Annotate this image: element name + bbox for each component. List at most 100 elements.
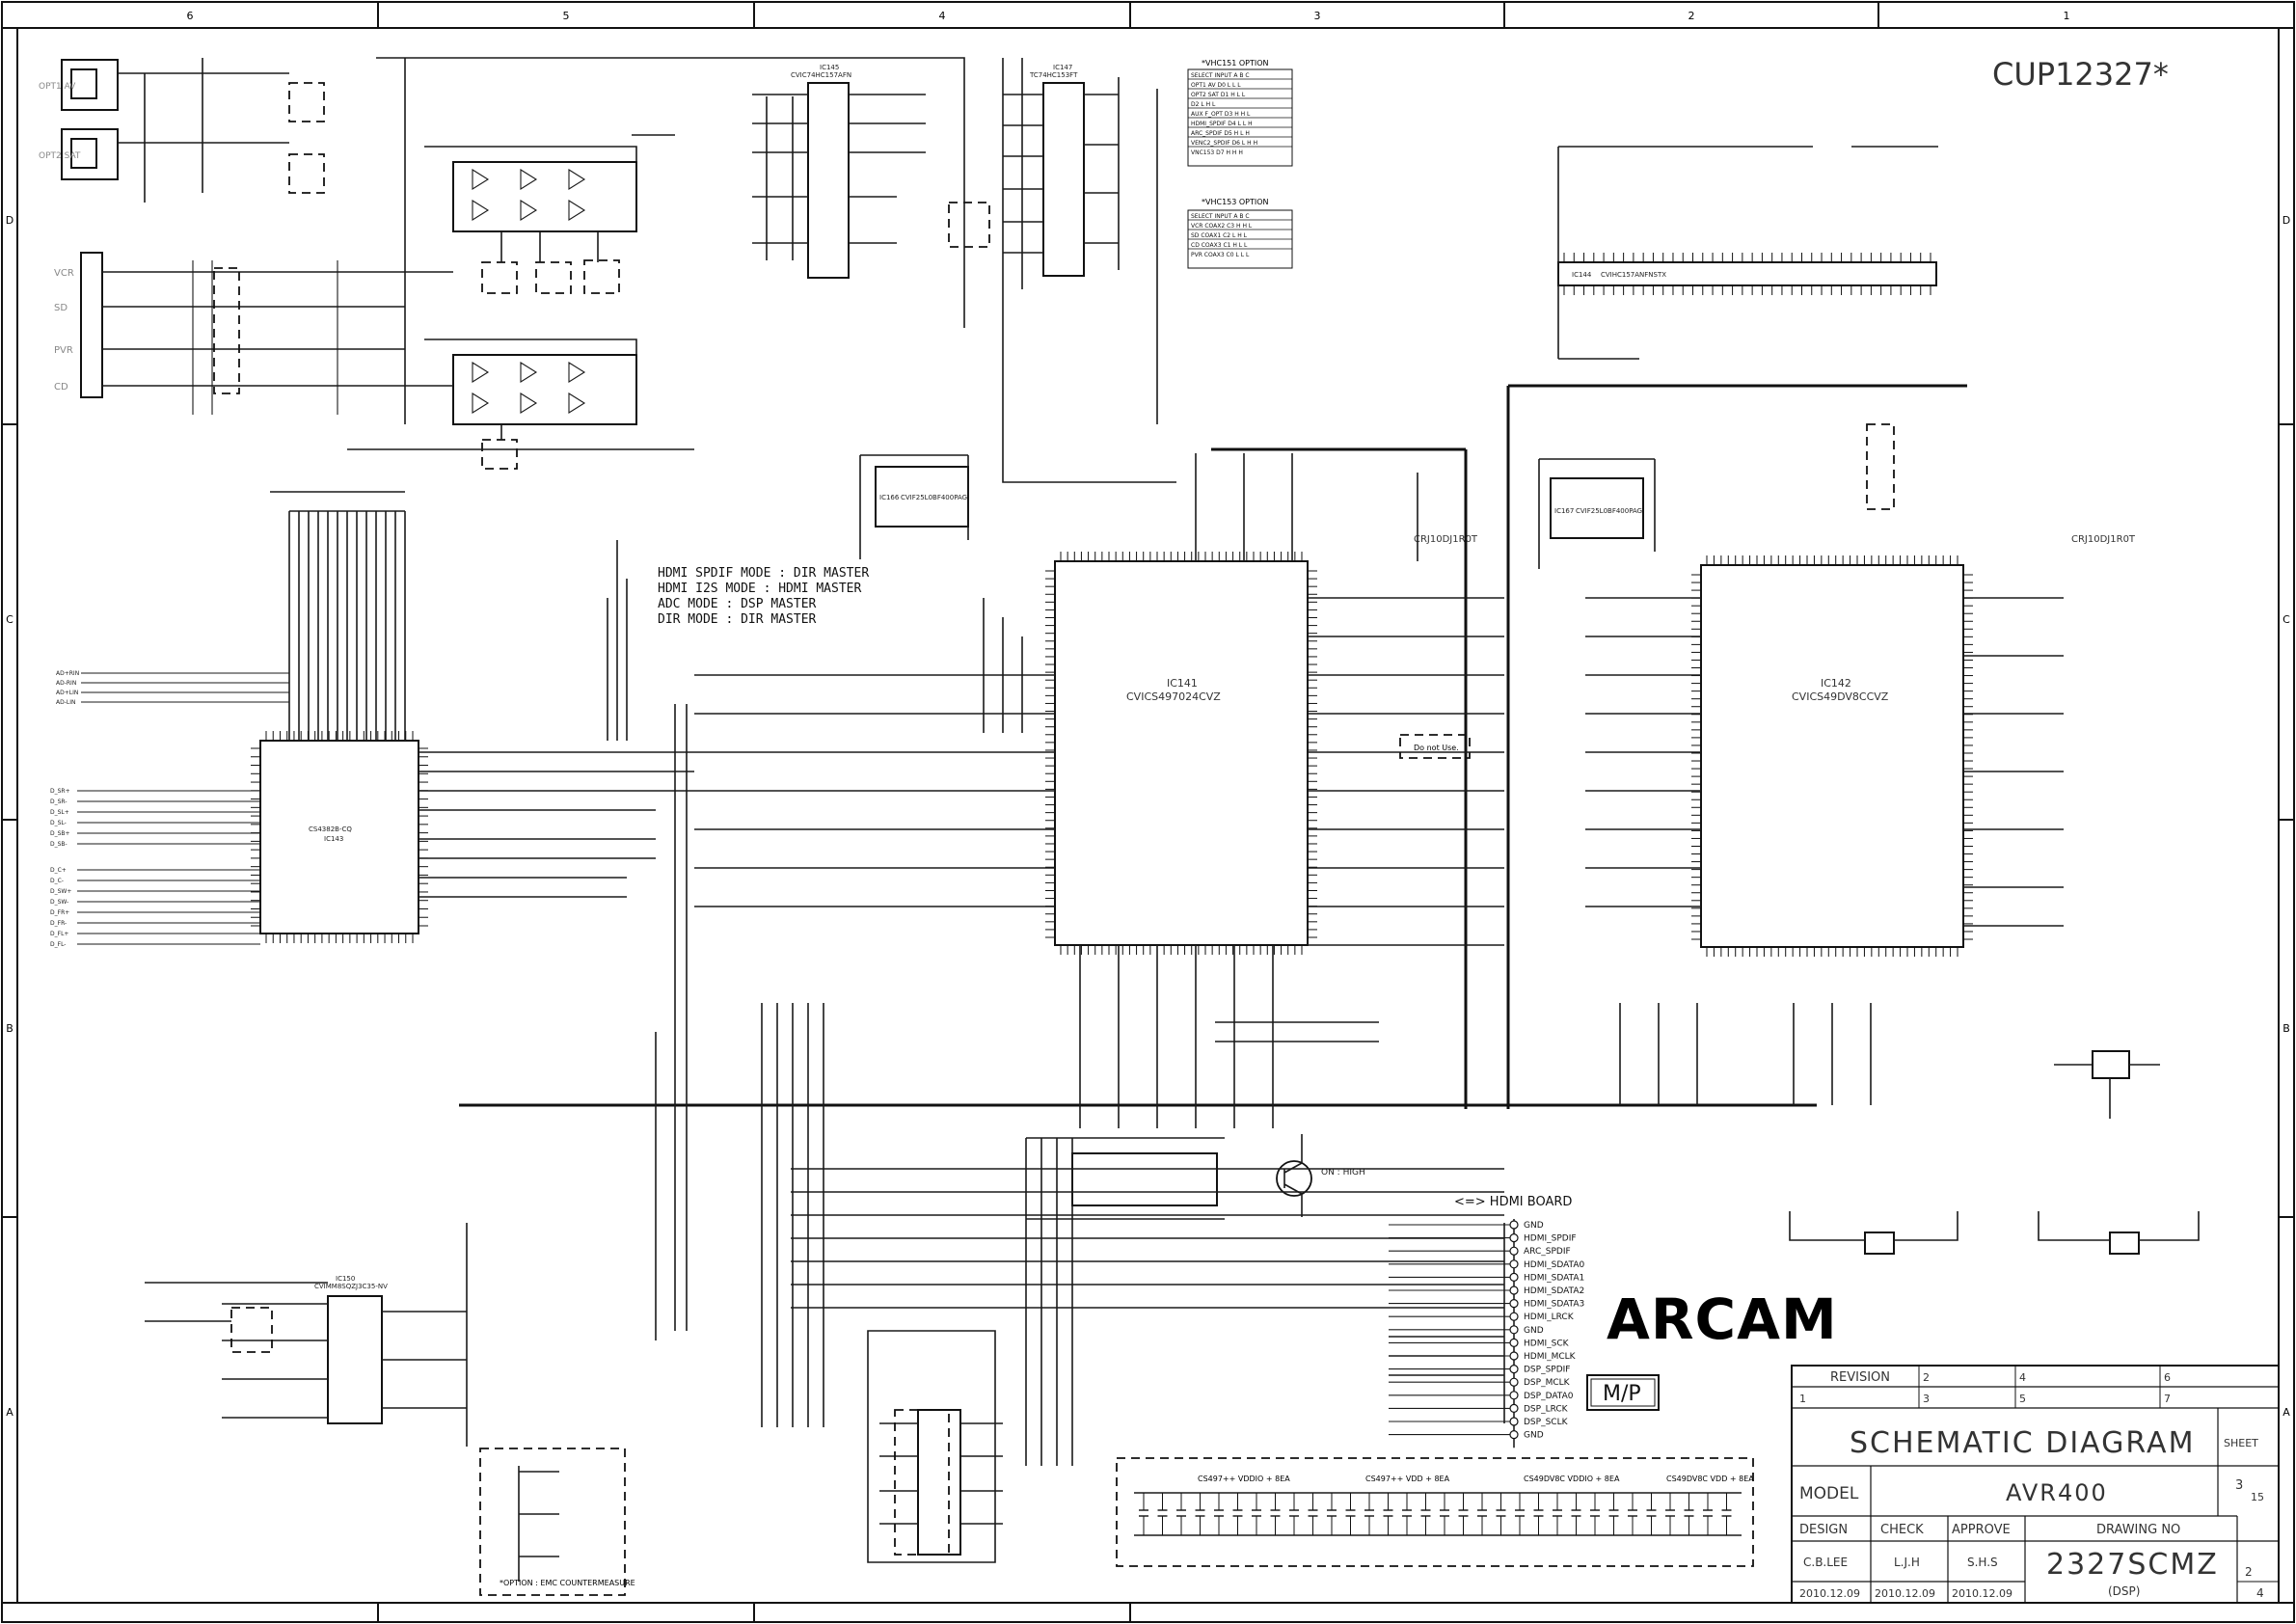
revision-num-2: 2 — [1923, 1371, 1930, 1384]
supply-label-2: CS497++ VDD + 8EA — [1365, 1475, 1450, 1483]
row-label: C — [6, 613, 14, 626]
page-total: 4 — [2256, 1586, 2264, 1600]
mode-note-2: HDMI I2S MODE : HDMI MASTER — [658, 582, 861, 596]
column-label: 5 — [563, 10, 570, 22]
dac-output-label: D_SB- — [50, 841, 68, 848]
table-row: D2 L H L — [1191, 101, 1216, 108]
ic167-part: CVIF25L0BF400PAG — [1576, 507, 1642, 515]
coax-label-vcr: VCR — [54, 268, 74, 279]
hdmi-pin — [1509, 1417, 1519, 1426]
mode-notes: HDMI SPDIF MODE : DIR MASTER HDMI I2S MO… — [658, 566, 869, 627]
sdram-b-label: CRJ10DJ1R0T — [2071, 534, 2136, 545]
sdram-a-label: CRJ10DJ1R0T — [1414, 534, 1478, 545]
ic147-ref: IC147 — [1053, 64, 1072, 71]
emc-option-box: *OPTION : EMC COUNTERMEASURE — [479, 1448, 635, 1596]
ic141-part: CVICS497024CVZ — [1126, 690, 1221, 703]
supply-label-1: CS497++ VDDIO + 8EA — [1198, 1475, 1290, 1483]
table-row: HDMI_SPDIF D4 L L H — [1191, 121, 1253, 127]
ic166-ref: IC166 — [879, 494, 900, 501]
ic144-part: CVIHC157ANFNSTX — [1601, 271, 1666, 279]
revision-num-1: 1 — [1799, 1393, 1806, 1405]
mp-box: M/P — [1586, 1374, 1660, 1411]
hdmi-signal-label: GND — [1524, 1431, 1544, 1441]
hdmi-signal-label: DSP_DATA0 — [1524, 1392, 1574, 1401]
hdmi-signal-label: DSP_SCLK — [1524, 1418, 1569, 1427]
hdmi-pin — [1509, 1364, 1519, 1374]
column-label: 3 — [1314, 10, 1321, 22]
design-by: C.B.LEE — [1803, 1556, 1848, 1569]
vhc151-title: *VHC151 OPTION — [1202, 59, 1269, 68]
row-labels: D C B A D C B A — [6, 214, 2290, 1419]
hdmi-pin — [1509, 1312, 1519, 1321]
supply-label-4: CS49DV8C VDD + 8EA — [1666, 1475, 1754, 1483]
dac-output-label: D_C- — [50, 878, 64, 884]
dac-output-label: D_FL- — [50, 941, 66, 948]
arcam-logo: ARCAM — [1607, 1286, 1838, 1352]
sheet-label: SHEET — [2224, 1437, 2258, 1449]
ic166-flash: IC166 CVIF25L0BF400PAG — [859, 454, 969, 559]
hdmi-pin — [1509, 1272, 1519, 1283]
dac-output-label: D_SW- — [50, 899, 68, 906]
hdmi-signal-label: HDMI_SDATA1 — [1524, 1273, 1584, 1283]
coax-label-pvr: PVR — [54, 345, 73, 356]
drawing-no-label: DRAWING NO — [2096, 1523, 2180, 1537]
model-label: MODEL — [1799, 1484, 1859, 1503]
row-label: B — [6, 1022, 14, 1035]
column-label: 4 — [939, 10, 946, 22]
approve-by: S.H.S — [1967, 1556, 1998, 1569]
approve-label: APPROVE — [1952, 1523, 2011, 1537]
ic150-part: CVIMM8SQZJ3C35-NV — [314, 1283, 388, 1290]
column-label: 2 — [1688, 10, 1695, 22]
coax-inputs: VCR SD PVR CD — [54, 252, 405, 415]
row-label: D — [2282, 214, 2290, 227]
table-row: ARC_SPDIF D5 H L H — [1191, 130, 1250, 137]
revision-num-7: 7 — [2164, 1393, 2171, 1405]
table-row: OPT2 SAT D1 H L L — [1191, 92, 1246, 98]
sheet-total: 15 — [2251, 1491, 2264, 1503]
bus-lines — [459, 384, 1967, 1109]
coax-label-sd: SD — [54, 303, 68, 313]
ic142-part: CVICS49DV8CCVZ — [1792, 690, 1889, 703]
hdmi-pin — [1509, 1391, 1519, 1400]
hdmi-signal-label: DSP_MCLK — [1524, 1378, 1571, 1388]
ic144-ref: IC144 — [1572, 271, 1592, 279]
table-row: SD COAX1 C2 L H L — [1191, 232, 1248, 239]
do-not-use-note: Do not Use. — [1414, 744, 1459, 752]
mode-note-3: ADC MODE : DSP MASTER — [658, 597, 817, 611]
emc-option-note: *OPTION : EMC COUNTERMEASURE — [500, 1579, 635, 1587]
hdmi-signal-label: HDMI_SDATA0 — [1524, 1260, 1585, 1270]
dac-output-label: D_SR+ — [50, 788, 70, 795]
title-block: REVISION 1 2 3 4 5 6 7 SCHEMATIC DIAGRAM… — [1791, 1365, 2280, 1604]
column-labels: 6 5 4 3 2 1 — [187, 10, 2070, 22]
table-row: OPT1 AV D0 L L L — [1191, 82, 1241, 89]
ic143-ref: IC143 — [324, 835, 343, 843]
check-by: L.J.H — [1894, 1556, 1920, 1569]
check-label: CHECK — [1880, 1523, 1924, 1537]
supply-label-3: CS49DV8C VDDIO + 8EA — [1524, 1475, 1620, 1483]
hdmi-pin — [1509, 1403, 1519, 1414]
ic167-ref: IC167 — [1554, 507, 1574, 515]
hdmi-signal-label: HDMI_LRCK — [1524, 1313, 1575, 1322]
ic144-chip: IC144 CVIHC157ANFNSTX — [1557, 146, 1938, 360]
hdmi-pin — [1509, 1377, 1519, 1387]
hdmi-signal-label: HDMI_SCK — [1524, 1339, 1570, 1348]
table-row: VNC153 D7 H H H — [1191, 149, 1243, 156]
dac-output-labels: D_SR+D_SR-D_SL+D_SL-D_SB+D_SB-D_C+D_C-D_… — [50, 788, 260, 948]
ad-input-label: AD+LIN — [56, 690, 78, 696]
hdmi-pin — [1509, 1259, 1519, 1269]
power-bypass: CS497++ VDDIO + 8EA CS497++ VDD + 8EA CS… — [1116, 1457, 1754, 1567]
table-header: SELECT INPUT A B C — [1191, 213, 1250, 220]
hdmi-board-connector: <=> HDMI BOARD GNDHDMI_SPDIFARC_SPDIFHDM… — [1389, 1195, 1585, 1448]
ad-input-label: AD+RIN — [56, 670, 79, 677]
revision-num-6: 6 — [2164, 1371, 2171, 1384]
drawing-number: 2327SCMZ — [2046, 1548, 2219, 1582]
mode-note-1: HDMI SPDIF MODE : DIR MASTER — [658, 566, 869, 581]
ic145-part: CVIC74HC157AFN — [791, 71, 851, 79]
hdmi-pin — [1509, 1338, 1519, 1348]
signal-routing — [145, 57, 2064, 1466]
dac-output-label: D_SW+ — [50, 888, 71, 895]
row-label: A — [6, 1406, 14, 1419]
dac-output-label: D_FR+ — [50, 909, 69, 916]
ad-input-label: AD-LIN — [56, 699, 76, 706]
hdmi-pin — [1509, 1298, 1519, 1309]
